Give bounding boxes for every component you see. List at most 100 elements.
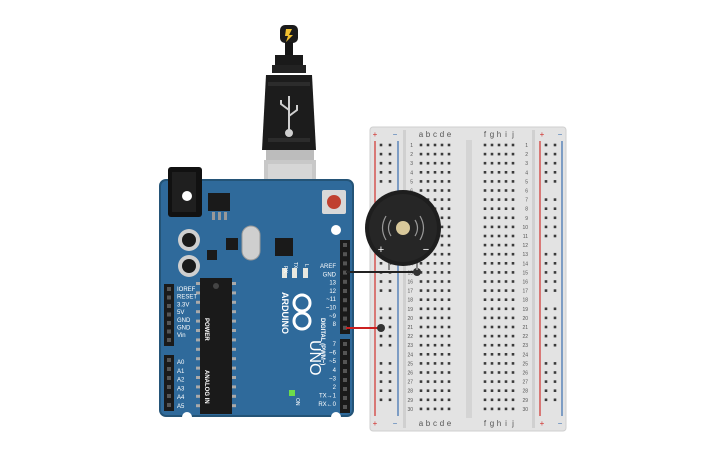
breadboard-hole[interactable] bbox=[483, 380, 487, 383]
breadboard-hole[interactable] bbox=[447, 262, 451, 265]
rail-hole[interactable] bbox=[544, 262, 548, 265]
breadboard-hole[interactable] bbox=[419, 161, 423, 165]
rail-hole[interactable] bbox=[544, 271, 548, 274]
breadboard-hole[interactable] bbox=[419, 380, 423, 383]
breadboard-hole[interactable] bbox=[504, 316, 508, 320]
breadboard-hole[interactable] bbox=[440, 171, 444, 174]
rail-hole[interactable] bbox=[553, 171, 557, 174]
header-pin-hole[interactable] bbox=[343, 261, 347, 266]
breadboard-hole[interactable] bbox=[447, 380, 451, 383]
breadboard-hole[interactable] bbox=[447, 334, 451, 338]
breadboard-hole[interactable] bbox=[447, 234, 451, 238]
rail-hole[interactable] bbox=[379, 380, 383, 383]
rail-hole[interactable] bbox=[388, 161, 392, 165]
wire-endpoint[interactable] bbox=[377, 324, 385, 332]
rail-hole[interactable] bbox=[553, 262, 557, 265]
header-pin-hole[interactable] bbox=[343, 387, 347, 391]
breadboard-hole[interactable] bbox=[483, 262, 487, 265]
rail-hole[interactable] bbox=[379, 343, 383, 347]
rail-hole[interactable] bbox=[553, 380, 557, 383]
header-pin-hole[interactable] bbox=[167, 338, 171, 342]
breadboard-hole[interactable] bbox=[419, 353, 423, 356]
breadboard-hole[interactable] bbox=[504, 371, 508, 374]
breadboard-hole[interactable] bbox=[497, 271, 501, 274]
breadboard-hole[interactable] bbox=[497, 371, 501, 374]
rail-hole[interactable] bbox=[553, 252, 557, 256]
rail-hole[interactable] bbox=[553, 389, 557, 392]
breadboard-hole[interactable] bbox=[483, 289, 487, 292]
breadboard-hole[interactable] bbox=[497, 362, 501, 365]
breadboard-hole[interactable] bbox=[433, 316, 437, 320]
rail-hole[interactable] bbox=[544, 316, 548, 320]
breadboard-hole[interactable] bbox=[447, 152, 451, 156]
rail-hole[interactable] bbox=[388, 371, 392, 374]
breadboard-hole[interactable] bbox=[497, 380, 501, 383]
breadboard-hole[interactable] bbox=[433, 171, 437, 174]
breadboard-hole[interactable] bbox=[511, 343, 515, 347]
breadboard-hole[interactable] bbox=[419, 389, 423, 392]
breadboard-hole[interactable] bbox=[447, 271, 451, 274]
rail-hole[interactable] bbox=[553, 325, 557, 329]
rail-hole[interactable] bbox=[388, 171, 392, 174]
breadboard-hole[interactable] bbox=[511, 316, 515, 320]
breadboard-hole[interactable] bbox=[504, 362, 508, 365]
breadboard-hole[interactable] bbox=[419, 271, 423, 274]
breadboard-hole[interactable] bbox=[447, 353, 451, 356]
breadboard-hole[interactable] bbox=[440, 262, 444, 265]
breadboard-hole[interactable] bbox=[419, 143, 423, 147]
header-pin-hole[interactable] bbox=[343, 307, 347, 312]
breadboard-hole[interactable] bbox=[447, 371, 451, 374]
breadboard-hole[interactable] bbox=[483, 171, 487, 174]
header-pin-hole[interactable] bbox=[167, 385, 171, 389]
rail-hole[interactable] bbox=[544, 143, 548, 147]
rail-hole[interactable] bbox=[379, 371, 383, 374]
breadboard-hole[interactable] bbox=[433, 161, 437, 165]
breadboard-hole[interactable] bbox=[504, 262, 508, 265]
rail-hole[interactable] bbox=[388, 343, 392, 347]
breadboard-hole[interactable] bbox=[504, 234, 508, 238]
breadboard-hole[interactable] bbox=[426, 362, 430, 365]
breadboard-hole[interactable] bbox=[497, 198, 501, 201]
breadboard-hole[interactable] bbox=[504, 180, 508, 183]
breadboard-hole[interactable] bbox=[490, 180, 494, 183]
rail-hole[interactable] bbox=[553, 152, 557, 156]
breadboard-hole[interactable] bbox=[483, 234, 487, 238]
breadboard-hole[interactable] bbox=[447, 161, 451, 165]
breadboard-hole[interactable] bbox=[497, 216, 501, 220]
breadboard-hole[interactable] bbox=[497, 389, 501, 392]
breadboard-hole[interactable] bbox=[490, 225, 494, 229]
breadboard-hole[interactable] bbox=[440, 380, 444, 383]
breadboard-hole[interactable] bbox=[511, 143, 515, 147]
breadboard-hole[interactable] bbox=[433, 407, 437, 411]
breadboard-hole[interactable] bbox=[426, 289, 430, 292]
breadboard-hole[interactable] bbox=[483, 389, 487, 392]
breadboard-hole[interactable] bbox=[490, 198, 494, 201]
breadboard-hole[interactable] bbox=[504, 161, 508, 165]
breadboard-hole[interactable] bbox=[511, 289, 515, 292]
breadboard-hole[interactable] bbox=[490, 407, 494, 411]
breadboard-hole[interactable] bbox=[483, 371, 487, 374]
breadboard-hole[interactable] bbox=[419, 307, 423, 311]
breadboard-hole[interactable] bbox=[483, 216, 487, 220]
breadboard-hole[interactable] bbox=[440, 207, 444, 210]
breadboard-hole[interactable] bbox=[426, 262, 430, 265]
header-pin-hole[interactable] bbox=[343, 243, 347, 247]
header-pin-hole[interactable] bbox=[343, 405, 347, 409]
rail-hole[interactable] bbox=[379, 143, 383, 147]
breadboard-hole[interactable] bbox=[490, 398, 494, 402]
breadboard-hole[interactable] bbox=[426, 143, 430, 147]
rail-hole[interactable] bbox=[553, 280, 557, 283]
breadboard-hole[interactable] bbox=[497, 152, 501, 156]
rail-hole[interactable] bbox=[388, 334, 392, 338]
breadboard-hole[interactable] bbox=[511, 180, 515, 183]
rail-hole[interactable] bbox=[379, 334, 383, 338]
rail-hole[interactable] bbox=[553, 371, 557, 374]
rail-hole[interactable] bbox=[388, 152, 392, 156]
breadboard-hole[interactable] bbox=[440, 316, 444, 320]
rail-hole[interactable] bbox=[544, 380, 548, 383]
breadboard-hole[interactable] bbox=[490, 362, 494, 365]
breadboard-hole[interactable] bbox=[440, 198, 444, 201]
breadboard-hole[interactable] bbox=[511, 398, 515, 402]
breadboard-hole[interactable] bbox=[504, 243, 508, 247]
